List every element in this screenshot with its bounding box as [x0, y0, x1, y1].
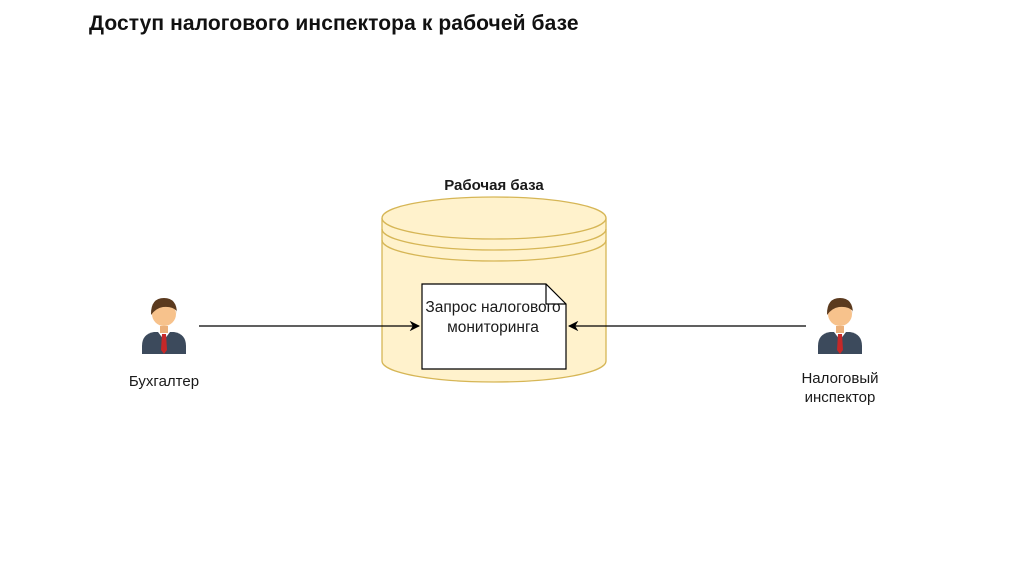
document-label: Запрос налогового мониторинга: [425, 299, 561, 336]
database-ring-2: [381, 239, 607, 262]
person-icon: [818, 298, 862, 354]
accountant-label: Бухгалтер: [128, 373, 200, 390]
page-title: Доступ налогового инспектора к рабочей б…: [89, 12, 579, 35]
inspector-label: Налоговый инспектор: [801, 370, 879, 406]
document-fold: [545, 284, 566, 305]
document-node: [421, 283, 567, 370]
person-icon: [142, 298, 186, 354]
database-ring-1: [381, 228, 607, 251]
database-top: [381, 196, 607, 240]
document-shape: [421, 283, 567, 370]
database-label: Рабочая база: [444, 177, 544, 194]
